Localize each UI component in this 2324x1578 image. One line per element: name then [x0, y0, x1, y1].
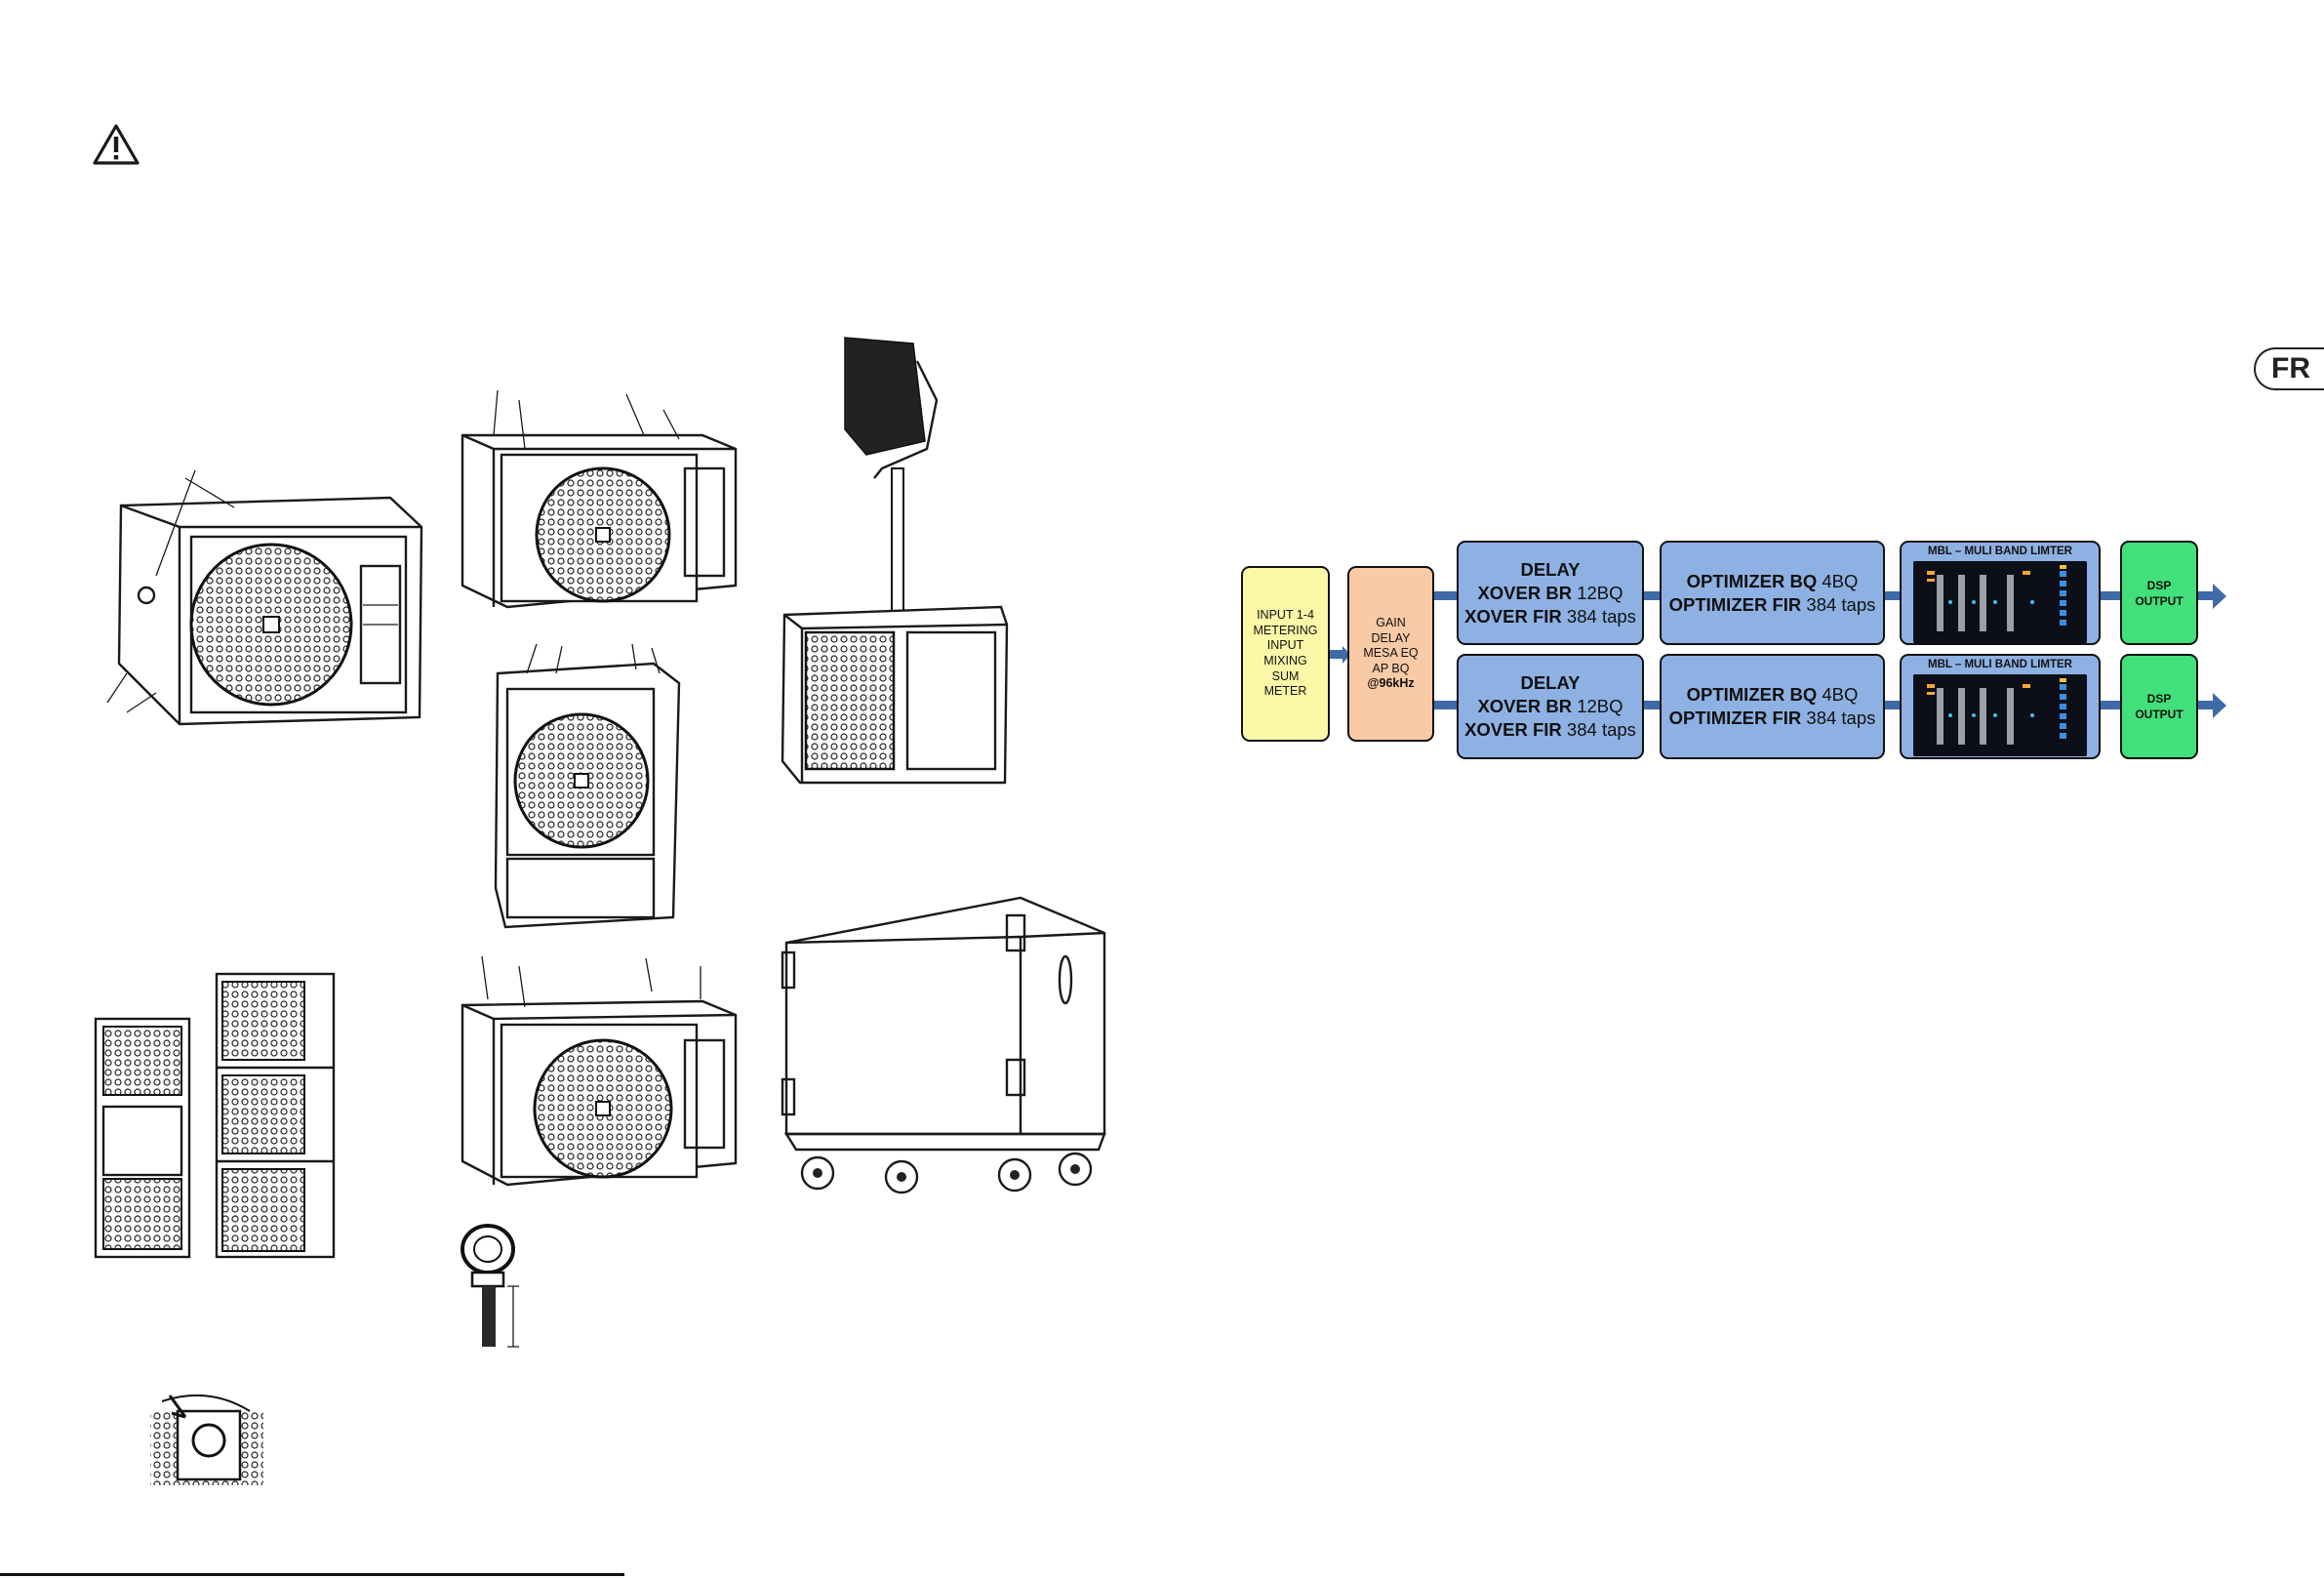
- eyebolt-illustration: [461, 1224, 519, 1348]
- input-box: INPUT 1-4 METERING INPUT MIXING SUM METE…: [1241, 566, 1330, 742]
- stacked-subwoofers-illustration: [94, 972, 336, 1259]
- arrow-ch2-output: [2197, 701, 2215, 709]
- subwoofer-illustration-front: [106, 469, 423, 726]
- subwoofer-with-pole-speaker: [781, 337, 1009, 785]
- arrow-ch2-delay-opt: [1643, 701, 1661, 709]
- subwoofer-on-casters-illustration: [781, 896, 1106, 1194]
- gain-delay-eq-box: GAIN DELAY MESA EQ AP BQ @96kHz: [1347, 566, 1434, 742]
- arrow-ch2-gain-delay: [1434, 701, 1458, 709]
- footer-rule: [0, 1573, 624, 1576]
- ch2-optimizer-box: OPTIMIZER BQ 4BQ OPTIMIZER FIR 384 taps: [1660, 654, 1885, 759]
- knob-detail-illustration: [150, 1394, 263, 1485]
- warning-triangle-icon: [93, 124, 140, 165]
- subwoofer-with-eyebolts: [461, 955, 738, 1187]
- ch2-dsp-output-box: DSP OUTPUT: [2120, 654, 2198, 759]
- ch2-mbl-meter-screen: [1913, 674, 2087, 756]
- arrow-ch1-output: [2197, 591, 2215, 600]
- ch2-mbl-limiter-box: MBL – MULI BAND LIMTER: [1900, 654, 2101, 759]
- arrow-ch1-mbl-dsp: [2100, 591, 2121, 600]
- language-tab: FR: [2254, 347, 2324, 390]
- ch1-delay-xover-box: DELAY XOVER BR 12BQ XOVER FIR 384 taps: [1457, 541, 1644, 645]
- arrowhead-ch2-output: [2213, 693, 2226, 718]
- ch1-mbl-limiter-box: MBL – MULI BAND LIMTER: [1900, 541, 2101, 645]
- subwoofer-illustration-horizontal: [461, 389, 738, 609]
- arrowhead-input-gain: [1342, 646, 1350, 664]
- ch1-optimizer-box: OPTIMIZER BQ 4BQ OPTIMIZER FIR 384 taps: [1660, 541, 1885, 645]
- arrow-ch2-mbl-dsp: [2100, 701, 2121, 709]
- subwoofer-illustration-vertical: [494, 643, 681, 929]
- arrow-ch1-opt-mbl: [1883, 591, 1901, 600]
- arrowhead-ch1-output: [2213, 584, 2226, 609]
- ch1-dsp-output-box: DSP OUTPUT: [2120, 541, 2198, 645]
- arrow-ch2-opt-mbl: [1883, 701, 1901, 709]
- ch1-mbl-meter-screen: [1913, 561, 2087, 643]
- arrow-input-gain: [1329, 650, 1346, 659]
- arrow-ch1-delay-opt: [1643, 591, 1661, 600]
- ch2-delay-xover-box: DELAY XOVER BR 12BQ XOVER FIR 384 taps: [1457, 654, 1644, 759]
- arrow-ch1-gain-delay: [1434, 591, 1458, 600]
